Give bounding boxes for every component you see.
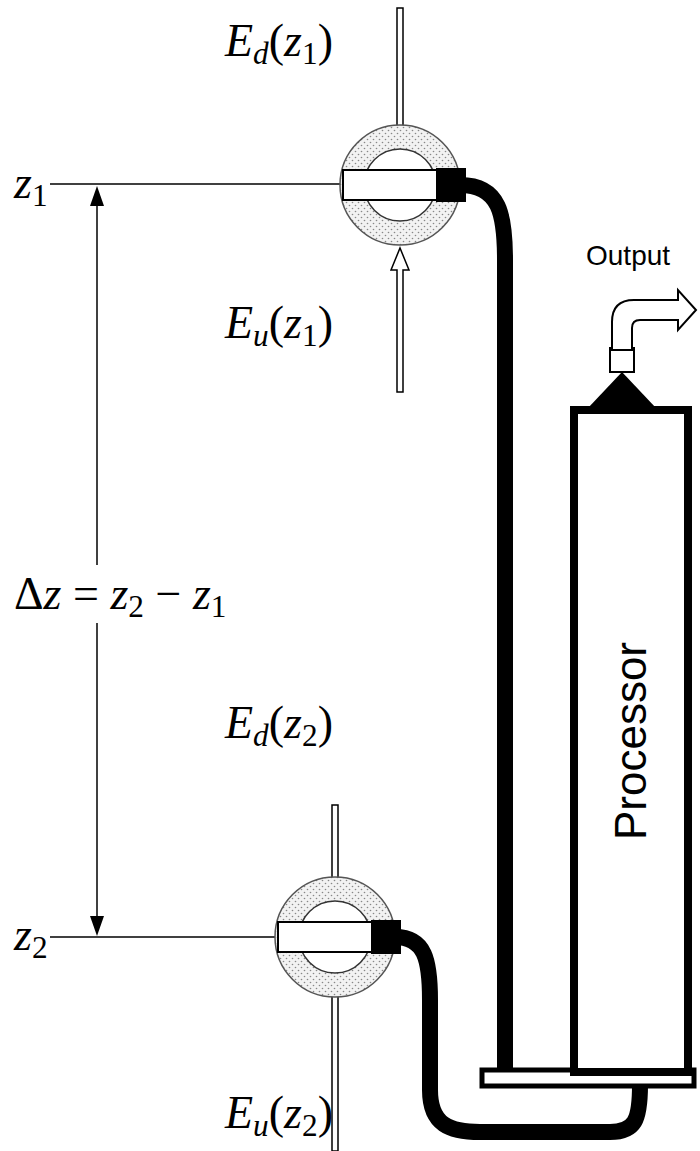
- irradiance-label: Eu(z2): [225, 1090, 333, 1136]
- depth-label: z2: [14, 912, 48, 958]
- box-title: Processor: [606, 642, 656, 840]
- depth-difference-label: Δz = z2 − z1: [10, 565, 231, 623]
- irradiance-label: Eu(z1): [225, 300, 333, 346]
- irradiance-label: Ed(z2): [225, 700, 333, 746]
- irradiance-label: Ed(z1): [225, 18, 333, 64]
- output-label: Output: [586, 242, 670, 270]
- processor-box: Processor: [570, 406, 692, 1076]
- depth-label: z1: [14, 160, 48, 206]
